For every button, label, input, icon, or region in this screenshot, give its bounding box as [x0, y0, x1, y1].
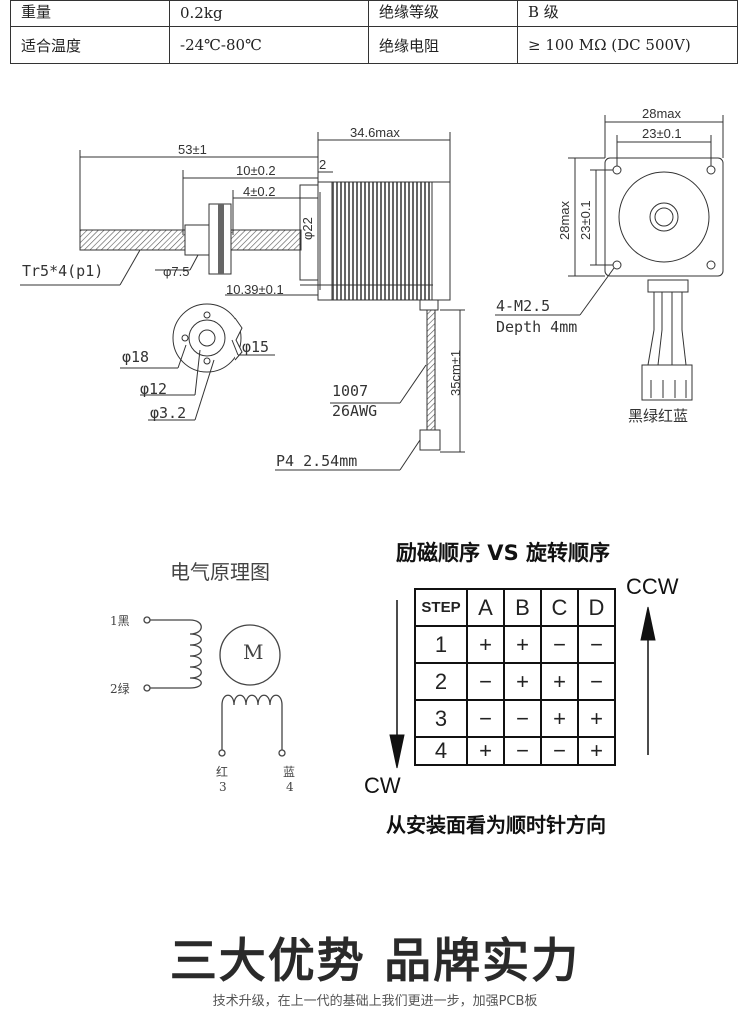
dim-body-length: 34.6max — [350, 125, 400, 140]
pin-3-number: 3 — [219, 780, 227, 794]
header-step: STEP — [414, 588, 468, 627]
dim-phi22: φ22 — [300, 217, 315, 240]
phase-cell: + — [577, 699, 616, 738]
spec-table: 重量 0.2kg 绝缘等级 B 级 适合温度 -24℃-80℃ 绝缘电阻 ≥ 1… — [10, 0, 738, 64]
spec-value: 0.2kg — [169, 0, 369, 27]
spec-key: 绝缘电阻 — [368, 26, 518, 64]
phase-cell: + — [503, 625, 542, 664]
phase-cell: − — [577, 662, 616, 701]
phase-cell: + — [540, 662, 579, 701]
sequence-row: 2 − + + − — [414, 662, 616, 701]
pin-4-color: 蓝 — [283, 765, 296, 779]
phase-cell: − — [540, 736, 579, 766]
wire-gauge: 26AWG — [332, 402, 378, 420]
sequence-title: 励磁顺序 VS 旋转顺序 — [396, 541, 610, 565]
phase-cell: − — [540, 625, 579, 664]
sequence-row: 4 + − − + — [414, 736, 616, 766]
pin-4-number: 4 — [286, 780, 294, 794]
screw-depth: Depth 4mm — [496, 318, 578, 336]
dim-width-23: 23±0.1 — [642, 126, 682, 141]
dim-phi15: φ15 — [242, 338, 270, 356]
ccw-arrow-icon — [640, 606, 656, 641]
phase-cell: − — [466, 699, 505, 738]
phase-cell: + — [577, 736, 616, 766]
header-a: A — [466, 588, 505, 627]
dim-10-39: 10.39±0.1 — [226, 282, 284, 297]
spec-row: 适合温度 -24℃-80℃ 绝缘电阻 ≥ 100 MΩ (DC 500V) — [10, 26, 738, 64]
dim-thread: Tr5*4(p1) — [22, 262, 104, 280]
wire-colors: 黑绿红蓝 — [628, 407, 689, 425]
phase-cell: − — [503, 699, 542, 738]
step-number: 2 — [414, 662, 468, 701]
dim-height-23: 23±0.1 — [578, 200, 593, 240]
sequence-row: 3 − − + + — [414, 699, 616, 738]
pin-3-color: 红 — [216, 765, 229, 779]
phase-cell: + — [466, 625, 505, 664]
cw-label: CW — [364, 773, 401, 798]
phase-cell: − — [577, 625, 616, 664]
dim-2: 2 — [319, 157, 327, 172]
dim-phi12: φ12 — [140, 380, 168, 398]
dim-width-28: 28max — [642, 106, 682, 121]
dim-10: 10±0.2 — [236, 163, 276, 178]
cw-arrow-icon — [389, 734, 405, 769]
sequence-row: 1 + + − − — [414, 625, 616, 664]
section-title: 三大优势 品牌实力 — [169, 934, 581, 989]
header-d: D — [577, 588, 616, 627]
motor-symbol: M — [243, 640, 264, 664]
mechanical-drawing — [20, 115, 724, 471]
sequence-note: 从安装面看为顺时针方向 — [386, 813, 606, 837]
electrical-title: 电气原理图 — [170, 560, 270, 584]
dim-total-length: 53±1 — [178, 142, 207, 157]
pin-2-label: 2绿 — [110, 682, 130, 696]
phase-cell: + — [503, 662, 542, 701]
spec-value: -24℃-80℃ — [169, 26, 369, 64]
spec-value: B 级 — [517, 0, 738, 27]
dim-phi7-5: φ7.5 — [163, 264, 190, 279]
header-c: C — [540, 588, 579, 627]
sequence-table: STEP A B C D 1 + + − − 2 − + + − 3 − − +… — [414, 588, 616, 766]
header-b: B — [503, 588, 542, 627]
spec-row: 重量 0.2kg 绝缘等级 B 级 — [10, 0, 738, 27]
dim-4: 4±0.2 — [243, 184, 276, 199]
dim-cable-length: 35cm±1 — [448, 349, 463, 396]
ccw-label: CCW — [626, 574, 679, 599]
spec-value: ≥ 100 MΩ (DC 500V) — [517, 26, 738, 64]
pin-1-label: 1黑 — [110, 614, 130, 628]
phase-cell: − — [503, 736, 542, 766]
direction-arrows — [389, 600, 656, 769]
dim-height-28: 28max — [557, 200, 572, 240]
dim-phi18: φ18 — [122, 348, 150, 366]
phase-cell: + — [466, 736, 505, 766]
electrical-schematic — [143, 616, 286, 757]
sequence-header-row: STEP A B C D — [414, 588, 616, 627]
phase-cell: − — [466, 662, 505, 701]
spec-key: 重量 — [10, 0, 170, 27]
dim-phi3-2: φ3.2 — [150, 404, 187, 422]
phase-cell: + — [540, 699, 579, 738]
wire-type: 1007 — [332, 382, 369, 400]
step-number: 1 — [414, 625, 468, 664]
step-number: 4 — [414, 736, 468, 766]
step-number: 3 — [414, 699, 468, 738]
screw-spec: 4-M2.5 — [496, 297, 551, 315]
connector-pitch: P4 2.54mm — [276, 452, 358, 470]
